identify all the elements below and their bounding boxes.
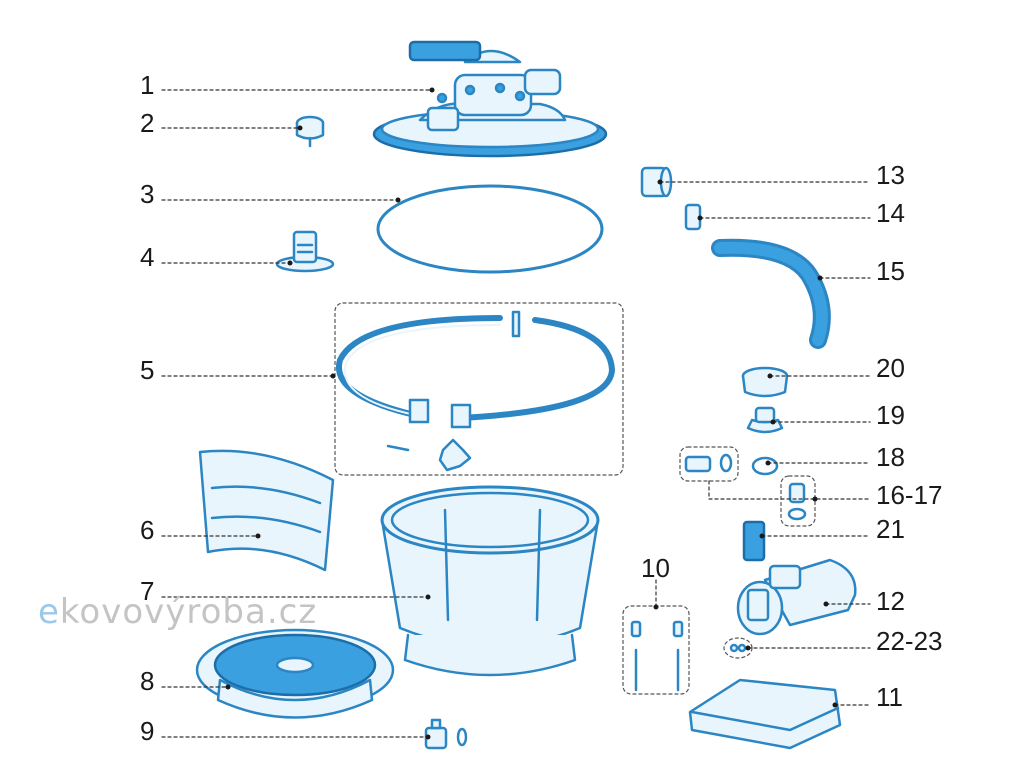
part-11-pump-base	[688, 678, 842, 750]
label-part-6: 6	[140, 515, 155, 545]
leader-lines	[161, 89, 871, 738]
part-9-drain-plug	[424, 718, 468, 750]
watermark-e: e	[38, 592, 60, 632]
label-part-8: 8	[140, 666, 155, 696]
part-22-23-small	[723, 637, 753, 659]
leader-dots	[225, 87, 838, 740]
label-part-10: 10	[641, 553, 670, 583]
label-part-5: 5	[140, 355, 155, 385]
label-part-13: 13	[876, 160, 905, 190]
part-8-diffuser	[195, 628, 395, 719]
part-2-gauge	[295, 115, 325, 148]
label-part-20: 20	[876, 353, 905, 383]
part-20-lid	[741, 366, 789, 398]
label-part-21: 21	[876, 514, 905, 544]
label-part-3: 3	[140, 179, 155, 209]
label-part-12: 12	[876, 586, 905, 616]
part-1-valve-lid	[372, 40, 608, 158]
label-part-16-17: 16-17	[876, 480, 943, 510]
part-5-clamp	[335, 310, 615, 472]
part-10-bolts	[630, 620, 684, 692]
label-part-2: 2	[140, 108, 155, 138]
part-18-o-ring	[751, 456, 779, 476]
label-part-9: 9	[140, 716, 155, 746]
part-4-air-relief	[275, 230, 335, 273]
label-part-11: 11	[876, 682, 903, 712]
label-part-19: 19	[876, 400, 905, 430]
label-part-18: 18	[876, 442, 905, 472]
label-part-7: 7	[140, 576, 155, 606]
label-part-1: 1	[140, 70, 155, 100]
watermark-text: kovovýroba.cz	[59, 592, 318, 632]
part-7-tank	[380, 485, 600, 677]
watermark: ekovovýroba.cz	[38, 592, 317, 632]
part-6-shield	[198, 449, 335, 572]
label-part-4: 4	[140, 242, 155, 272]
part-5-box	[334, 302, 624, 476]
part-19-strainer	[746, 406, 784, 434]
part-15-hose	[711, 238, 831, 349]
part-3-o-ring	[376, 184, 604, 274]
part-16-17-box-a	[679, 446, 739, 482]
part-21-cartridge	[742, 520, 766, 562]
part-16-17-fittings	[684, 453, 807, 521]
label-part-22-23: 22-23	[876, 626, 943, 656]
part-12-pump	[736, 558, 857, 636]
label-part-14: 14	[876, 198, 905, 228]
label-part-15: 15	[876, 256, 905, 286]
